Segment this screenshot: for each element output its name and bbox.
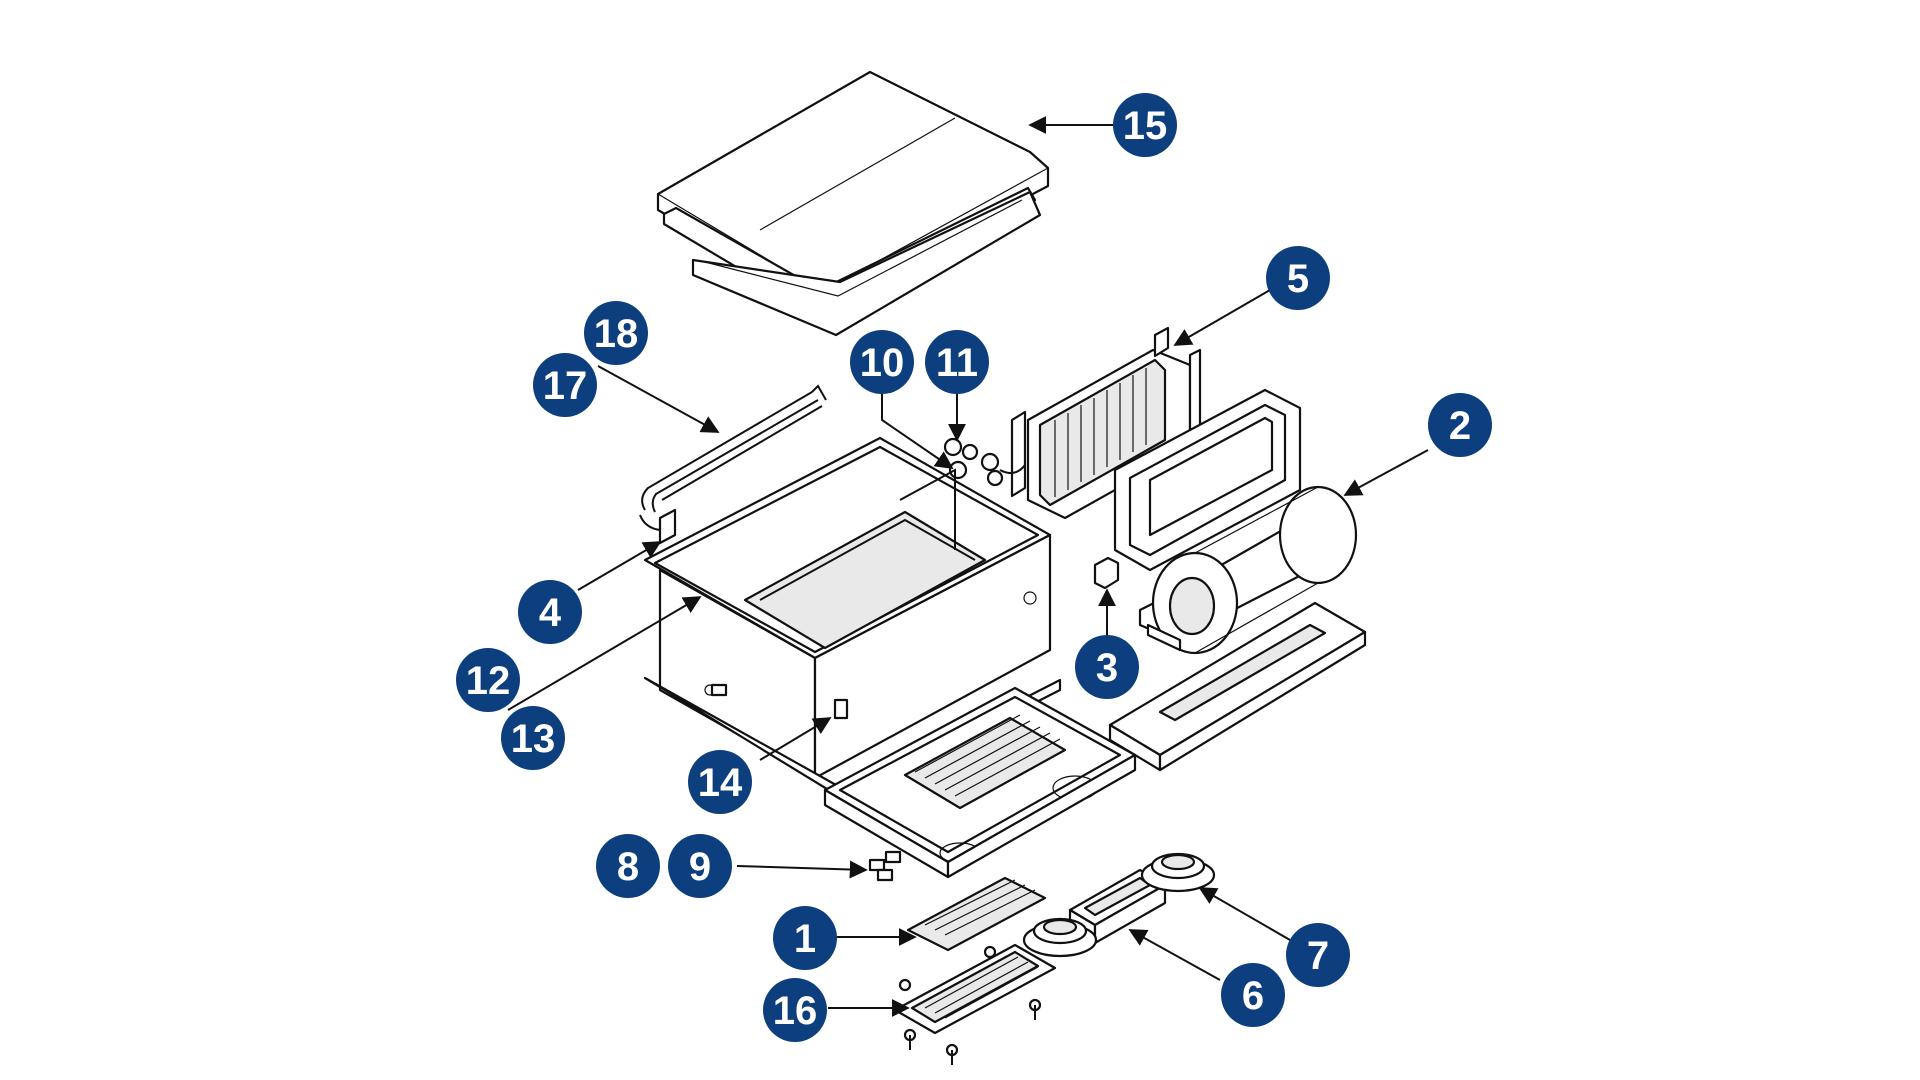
callout-16: 16 — [763, 978, 827, 1042]
callout-10-label: 10 — [860, 341, 905, 385]
control-block-part — [1093, 556, 1120, 590]
callout-17-label: 17 — [543, 364, 588, 408]
callout-16-label: 16 — [773, 989, 818, 1033]
callout-2: 2 — [1428, 393, 1492, 457]
bottom-tray-part — [823, 686, 1137, 879]
callout-11: 11 — [925, 330, 989, 394]
piping-part — [639, 384, 827, 545]
leader-7 — [1198, 887, 1291, 941]
callout-3: 3 — [1075, 635, 1139, 699]
leader-14 — [759, 717, 832, 761]
top-cover-part — [656, 70, 1050, 337]
callout-15: 15 — [1113, 93, 1177, 157]
callout-2-label: 2 — [1449, 404, 1471, 448]
callout-6-label: 6 — [1242, 974, 1264, 1018]
callout-12: 12 — [456, 648, 520, 712]
collar-part — [1022, 852, 1216, 958]
callout-1: 1 — [773, 906, 837, 970]
callout-8-label: 8 — [617, 845, 639, 889]
callout-8: 8 — [596, 834, 660, 898]
blower-duct-frame-part — [1113, 388, 1302, 572]
callout-7: 7 — [1286, 923, 1350, 987]
callout-14: 14 — [688, 750, 752, 814]
duct-plate-part — [1108, 601, 1367, 772]
callouts: 15 5 18 17 10 11 2 4 — [456, 93, 1492, 1042]
callout-4: 4 — [518, 580, 582, 644]
grille-part — [893, 943, 1057, 1065]
leader-5 — [1173, 289, 1271, 346]
callout-4-label: 4 — [539, 591, 562, 635]
leader-10 — [881, 385, 954, 470]
callout-6: 6 — [1221, 963, 1285, 1027]
clip-part — [868, 850, 902, 882]
callout-13: 13 — [501, 706, 565, 770]
callout-18-label: 18 — [594, 312, 639, 356]
callout-15-label: 15 — [1123, 104, 1168, 148]
callout-9-label: 9 — [689, 845, 711, 889]
main-cabinet-part — [643, 436, 1062, 802]
leader-lines — [507, 116, 1429, 1017]
leader-2 — [1343, 449, 1429, 496]
filter-part — [906, 876, 1047, 952]
leader-4 — [577, 541, 662, 591]
callout-9: 9 — [668, 834, 732, 898]
callout-13-label: 13 — [511, 717, 556, 761]
callout-17: 17 — [533, 353, 597, 417]
blower-fan-part — [1138, 485, 1358, 655]
callout-12-label: 12 — [466, 659, 511, 703]
callout-18: 18 — [584, 301, 648, 365]
callout-7-label: 7 — [1307, 934, 1329, 978]
leader-12-13 — [507, 596, 702, 711]
leader-8-9 — [736, 860, 868, 879]
callout-5: 5 — [1266, 246, 1330, 310]
callout-5-label: 5 — [1287, 257, 1309, 301]
callout-14-label: 14 — [698, 761, 743, 805]
leader-17-18 — [597, 365, 720, 433]
callout-3-label: 3 — [1096, 646, 1118, 690]
callout-1-label: 1 — [794, 917, 816, 961]
leader-6 — [1128, 929, 1221, 981]
callout-10: 10 — [850, 330, 914, 394]
callout-11-label: 11 — [936, 341, 978, 385]
